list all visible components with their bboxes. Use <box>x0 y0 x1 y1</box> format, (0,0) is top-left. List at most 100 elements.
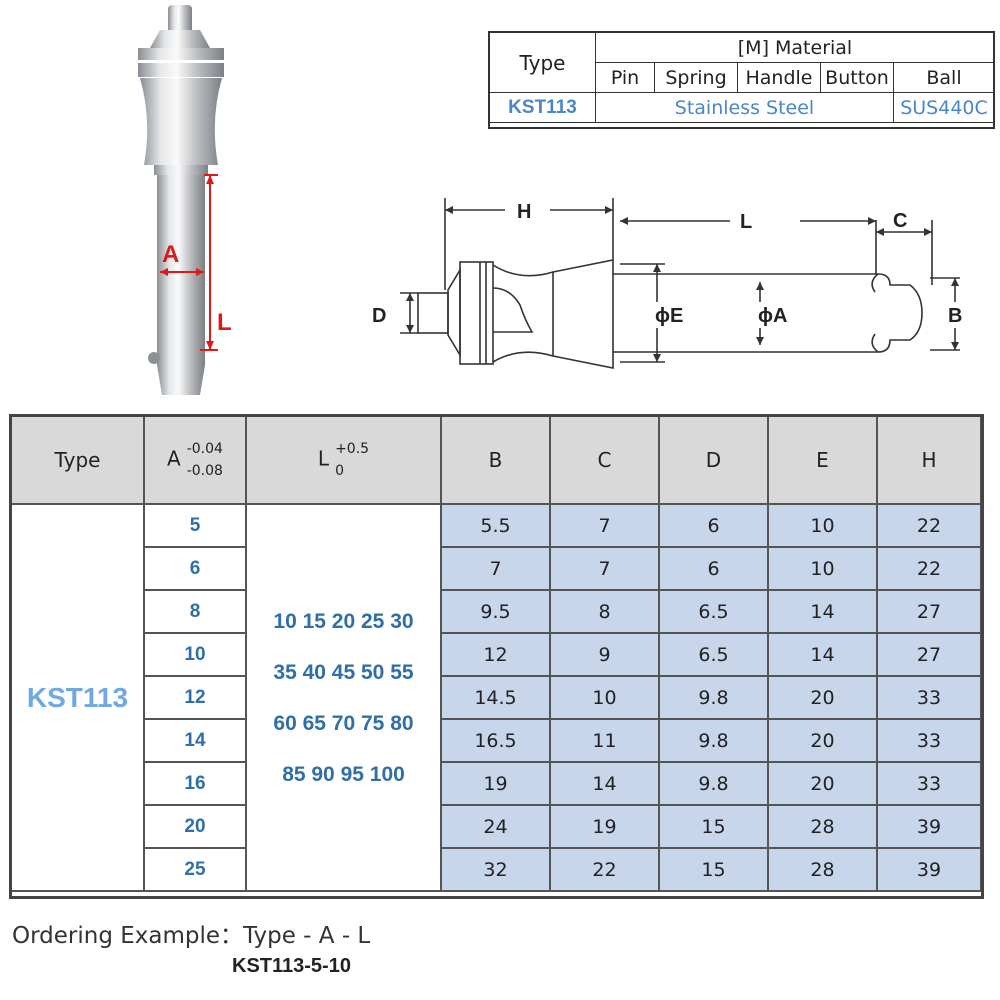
c-cell: 7 <box>549 503 660 548</box>
material-col-ball: Ball <box>893 62 995 93</box>
drawing-label-d: D <box>372 305 386 327</box>
product-photo: A L <box>138 5 232 395</box>
drawing-label-b: B <box>948 305 962 327</box>
l-values-cell: 10 15 20 25 30 35 40 45 50 55 60 65 70 75 … <box>245 503 442 892</box>
d-cell: 9.8 <box>658 761 769 806</box>
header-type: Type <box>10 415 145 505</box>
b-cell: 7 <box>440 546 551 591</box>
b-cell: 24 <box>440 804 551 849</box>
material-row-material: Stainless Steel <box>595 92 894 123</box>
a-cell: 14 <box>143 718 247 763</box>
c-cell: 8 <box>549 589 660 634</box>
e-cell: 10 <box>767 546 878 591</box>
c-cell: 14 <box>549 761 660 806</box>
h-cell: 39 <box>876 847 982 892</box>
c-cell: 11 <box>549 718 660 763</box>
b-cell: 14.5 <box>440 675 551 720</box>
material-col-button: Button <box>820 62 894 93</box>
d-cell: 6 <box>658 546 769 591</box>
h-cell: 22 <box>876 546 982 591</box>
ordering-example: KST113-5-10 <box>232 955 351 977</box>
h-cell: 22 <box>876 503 982 548</box>
material-table: Type [M] Material Pin Spring Handle Butt… <box>489 32 995 123</box>
header-a: A-0.04-0.08 <box>143 415 247 505</box>
c-cell: 22 <box>549 847 660 892</box>
e-cell: 28 <box>767 847 878 892</box>
drawing-label-l: L <box>740 211 752 233</box>
e-cell: 14 <box>767 632 878 677</box>
h-cell: 27 <box>876 632 982 677</box>
drawing-label-c: C <box>893 210 907 232</box>
header-d: D <box>658 415 769 505</box>
h-cell: 33 <box>876 718 982 763</box>
e-cell: 14 <box>767 589 878 634</box>
header-c: C <box>549 415 660 505</box>
technical-drawing: H L C D ϕE ϕA B <box>372 198 962 369</box>
b-cell: 12 <box>440 632 551 677</box>
d-cell: 6 <box>658 503 769 548</box>
a-cell: 25 <box>143 847 247 892</box>
d-cell: 9.8 <box>658 718 769 763</box>
c-cell: 10 <box>549 675 660 720</box>
a-cell: 16 <box>143 761 247 806</box>
b-cell: 16.5 <box>440 718 551 763</box>
material-row-type: KST113 <box>489 92 596 123</box>
header-e: E <box>767 415 878 505</box>
material-col-handle: Handle <box>737 62 821 93</box>
drawing-label-h: H <box>517 201 531 223</box>
e-cell: 20 <box>767 718 878 763</box>
photo-label-l: L <box>217 309 232 336</box>
drawing-label-e: ϕE <box>655 305 683 327</box>
h-cell: 27 <box>876 589 982 634</box>
e-cell: 28 <box>767 804 878 849</box>
material-col-spring: Spring <box>654 62 738 93</box>
ordering-label: Ordering Example：Type - A - L <box>12 923 371 949</box>
d-cell: 6.5 <box>658 632 769 677</box>
a-cell: 12 <box>143 675 247 720</box>
e-cell: 10 <box>767 503 878 548</box>
e-cell: 20 <box>767 675 878 720</box>
e-cell: 20 <box>767 761 878 806</box>
material-col-pin: Pin <box>595 62 655 93</box>
material-header-material: [M] Material <box>595 32 995 63</box>
a-cell: 20 <box>143 804 247 849</box>
l-values-line: 60 65 70 75 80 <box>273 711 414 735</box>
b-cell: 19 <box>440 761 551 806</box>
h-cell: 39 <box>876 804 982 849</box>
h-cell: 33 <box>876 675 982 720</box>
drawing-label-a: ϕA <box>758 305 787 327</box>
d-cell: 15 <box>658 804 769 849</box>
a-cell: 6 <box>143 546 247 591</box>
a-cell: 10 <box>143 632 247 677</box>
a-cell: 8 <box>143 589 247 634</box>
material-header-type: Type <box>489 32 596 93</box>
material-row-ball: SUS440C <box>893 92 995 123</box>
l-values-line: 10 15 20 25 30 <box>273 609 414 633</box>
type-cell: KST113 <box>10 503 145 892</box>
c-cell: 7 <box>549 546 660 591</box>
b-cell: 9.5 <box>440 589 551 634</box>
header-b: B <box>440 415 551 505</box>
c-cell: 19 <box>549 804 660 849</box>
d-cell: 15 <box>658 847 769 892</box>
header-h: H <box>876 415 982 505</box>
d-cell: 6.5 <box>658 589 769 634</box>
h-cell: 33 <box>876 761 982 806</box>
c-cell: 9 <box>549 632 660 677</box>
b-cell: 32 <box>440 847 551 892</box>
l-values-line: 85 90 95 100 <box>282 762 405 786</box>
d-cell: 9.8 <box>658 675 769 720</box>
l-values-line: 35 40 45 50 55 <box>273 660 414 684</box>
a-cell: 5 <box>143 503 247 548</box>
